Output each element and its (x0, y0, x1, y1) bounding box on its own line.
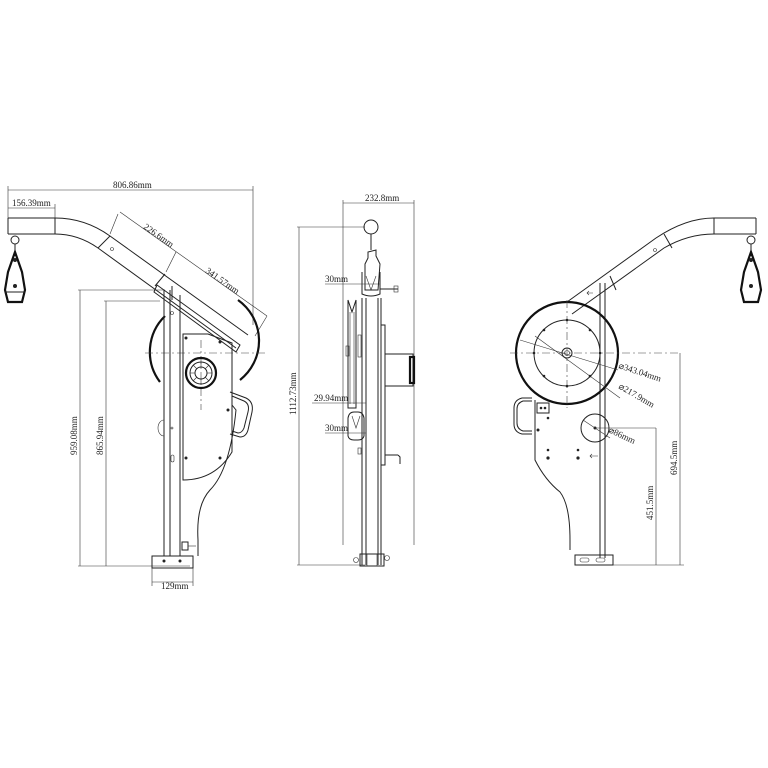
dim-total-height-front: 1112.73mm (288, 372, 298, 415)
dim-small-disc-height: 451.5mm (645, 486, 655, 520)
dim-disc-center-height: 694.5mm (669, 441, 679, 475)
left-side-view: 806.86mm 156.39mm 226.6mm 341.57mm 959.0… (3, 180, 268, 591)
dim-pulley-gap: 29.94mm (314, 393, 348, 403)
dim-arm-end: 156.39mm (12, 198, 51, 208)
dim-inner-disc-diameter: ⌀217.9mm (617, 381, 656, 409)
right-side-view: ⌀343.04mm ⌀217.9mm ⌀86mm 451.5mm (510, 217, 763, 566)
dim-column-height: 865.94mm (95, 416, 105, 455)
dim-total-height: 959.08mm (69, 416, 79, 455)
dim-base-width: 129mm (161, 581, 189, 591)
dim-outer-disc-diameter: ⌀343.04mm (617, 360, 662, 383)
dim-overall-width: 806.86mm (113, 180, 152, 190)
dim-arm-segment-2: 341.57mm (204, 265, 241, 295)
dim-top-width: 232.8mm (365, 193, 399, 203)
dim-arm-segment-1: 226.6mm (142, 221, 176, 249)
dim-pulley-top: 30mm (325, 274, 348, 284)
dim-pulley-bottom: 30mm (325, 423, 348, 433)
front-view: 232.8mm 1112.73mm 30mm 29.94mm 30mm (288, 193, 416, 567)
